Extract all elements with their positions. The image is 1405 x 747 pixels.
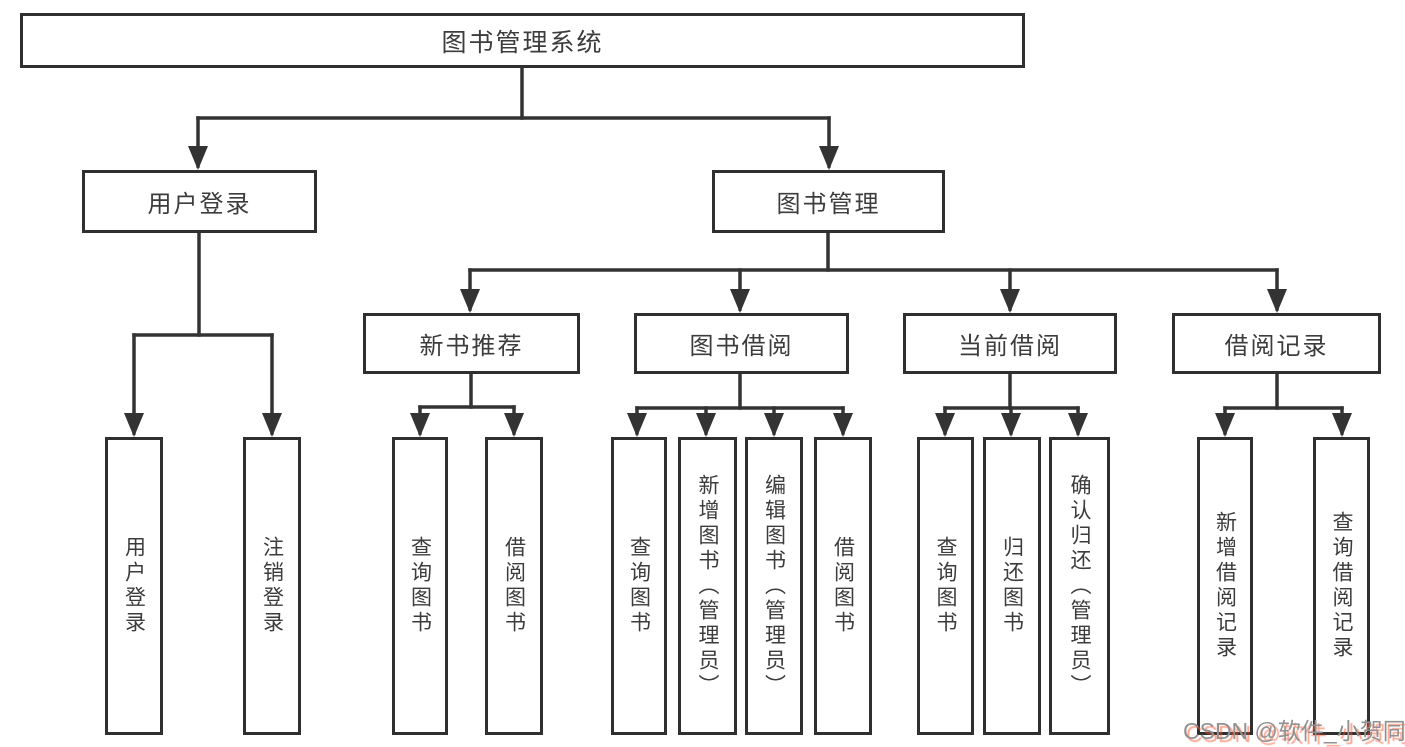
leaf-borrow-books-recommend: 借阅图书 [485,437,543,735]
leaf-edit-books-admin: 编辑图书（管理员） [745,437,803,735]
connectors-current-borrow-children [935,372,1088,437]
arrowhead [504,413,524,437]
arrowhead [1068,413,1088,437]
arrowhead [935,413,955,437]
leaf-add-borrow-record: 新增借阅记录 [1197,437,1253,735]
arrowhead [696,413,716,437]
leaf-query-borrow-record: 查询借阅记录 [1313,437,1370,735]
connectors-user-login-children [124,231,282,437]
node-root-library-system: 图书管理系统 [20,13,1025,68]
leaf-user-login: 用户登录 [105,437,163,735]
connectors-borrow-record-children [1215,372,1352,437]
arrowhead [730,289,750,313]
leaf-logout: 注销登录 [243,437,301,735]
arrowhead [1267,289,1287,313]
node-user-login: 用户登录 [82,170,317,233]
leaf-confirm-return-admin: 确认归还（管理员） [1049,437,1110,735]
leaf-add-books-admin: 新增图书（管理员） [678,437,737,735]
arrowhead [460,289,480,313]
leaf-query-books-current: 查询图书 [917,437,974,735]
connectors-book-mgmt-to-level2 [460,231,1287,313]
arrowhead [627,413,647,437]
leaf-return-books: 归还图书 [983,437,1041,735]
node-book-borrow: 图书借阅 [634,313,849,374]
arrowhead [262,413,282,437]
connectors-new-book-children [410,372,524,437]
arrowhead [124,413,144,437]
arrowhead [1215,413,1235,437]
arrowhead [188,146,208,170]
connectors-root-to-level1 [188,66,839,170]
arrowhead [410,413,430,437]
arrowhead [819,146,839,170]
node-borrow-record: 借阅记录 [1172,313,1381,374]
leaf-query-books-recommend: 查询图书 [392,437,448,735]
arrowhead [1332,413,1352,437]
csdn-watermark: CSDN @软件_小贺同学 [1183,718,1405,744]
arrowhead [833,413,853,437]
node-new-book-recommend: 新书推荐 [363,313,580,374]
arrowhead [1000,289,1020,313]
leaf-query-books-borrow: 查询图书 [611,437,667,735]
connectors-book-borrow-children [627,372,853,437]
node-current-borrow: 当前借阅 [903,313,1117,374]
arrowhead [764,413,784,437]
leaf-borrow-books: 借阅图书 [814,437,872,735]
arrowhead [1001,413,1021,437]
node-book-management: 图书管理 [712,170,945,233]
